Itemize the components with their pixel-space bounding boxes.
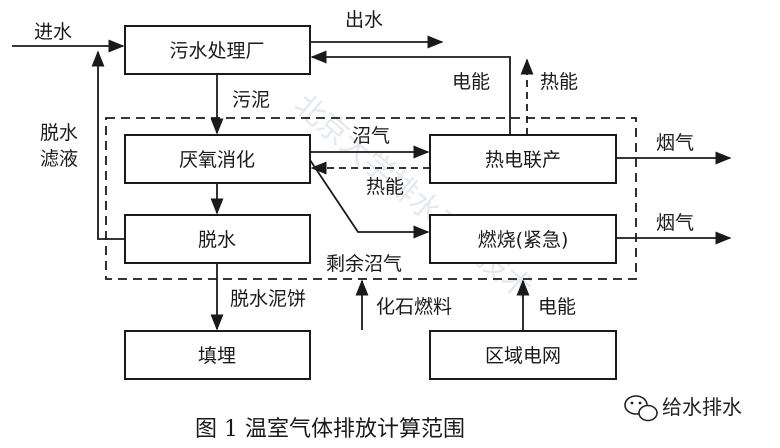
wechat-icon <box>624 395 658 422</box>
label-flue-gas-1: 烟气 <box>656 132 694 154</box>
label-heat-out: 热能 <box>540 71 578 93</box>
label-biogas: 沼气 <box>352 125 390 147</box>
arrow-filtrate-return <box>91 50 125 240</box>
label-sludge-cake: 脱水泥饼 <box>230 288 306 310</box>
figure-caption: 图 1 温室气体排放计算范围 <box>195 417 465 442</box>
arrow-power-to-plant <box>310 50 511 135</box>
box-chp: 热电联产 <box>429 134 617 184</box>
box-label-regional-grid: 区域电网 <box>485 345 561 367</box>
box-flare: 燃烧(紧急) <box>429 214 617 264</box>
label-sludge: 污泥 <box>232 89 270 111</box>
box-wastewater-plant: 污水处理厂 <box>124 25 311 75</box>
label-excess-biogas: 剩余沼气 <box>326 253 402 275</box>
label-filtrate-2: 滤液 <box>40 148 78 170</box>
label-effluent: 出水 <box>345 9 383 31</box>
label-filtrate-1: 脱水 <box>40 122 78 144</box>
label-heat-to-digester: 热能 <box>366 176 404 198</box>
watermark-text: 北京大学排水工程技术 <box>287 87 539 307</box>
box-label-wastewater-plant: 污水处理厂 <box>169 40 264 62</box>
label-influent: 进水 <box>34 21 72 43</box>
box-label-anaerobic-digestion: 厌氧消化 <box>179 149 255 171</box>
label-flue-gas-2: 烟气 <box>656 212 694 234</box>
box-label-flare: 燃烧(紧急) <box>478 229 569 251</box>
box-dewatering: 脱水 <box>124 214 311 264</box>
box-regional-grid: 区域电网 <box>429 330 617 380</box>
box-label-dewatering: 脱水 <box>198 229 236 251</box>
label-power-out: 电能 <box>452 71 490 93</box>
box-anaerobic-digestion: 厌氧消化 <box>124 134 311 184</box>
label-fossil-fuel: 化石燃料 <box>376 296 452 318</box>
arrow-excess-biogas <box>309 159 430 239</box>
box-label-chp: 热电联产 <box>485 149 561 171</box>
box-landfill: 填埋 <box>124 330 311 380</box>
brand-name: 给水排水 <box>662 395 742 419</box>
label-grid-power: 电能 <box>538 296 576 318</box>
box-label-landfill: 填埋 <box>198 345 236 367</box>
